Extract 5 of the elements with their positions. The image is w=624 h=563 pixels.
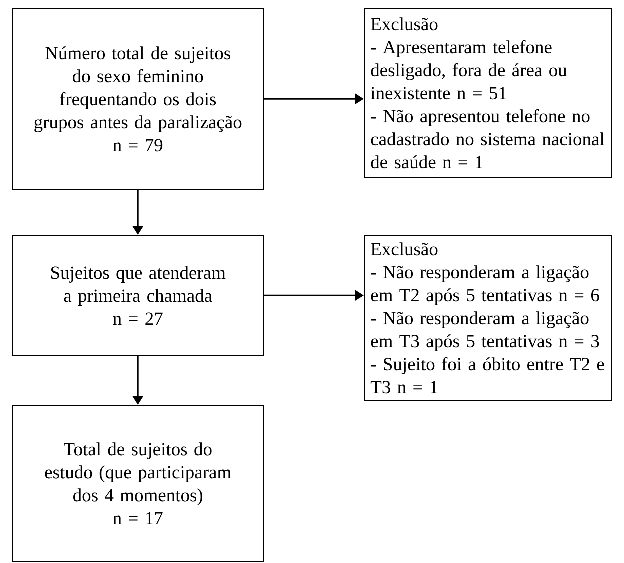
exclusion-box: Exclusão - Não responderam a ligação em T2 após 5 tentativas n = 6 - Não responderam a ligação em T3 após 5 tentativas n = 3 - Sujeito foi a óbito entre T2 e T3 n = 1 [364, 235, 612, 402]
process-box: Sujeitos que atenderam a primeira chamada n = 27 [12, 235, 264, 356]
exclusion-box: Exclusão - Apresentaram telefone desligado, fora de área ou inexistente n = 51 - Não apresentou telefone no cadastrado no sistema nacional de saúde n = 1 [364, 8, 612, 178]
process-box: Total de sujeitos do estudo (que participaram dos 4 momentos) n = 17 [12, 405, 264, 562]
process-box: Número total de sujeitos do sexo feminino frequentando os dois grupos antes da paralização n = 79 [12, 8, 264, 190]
